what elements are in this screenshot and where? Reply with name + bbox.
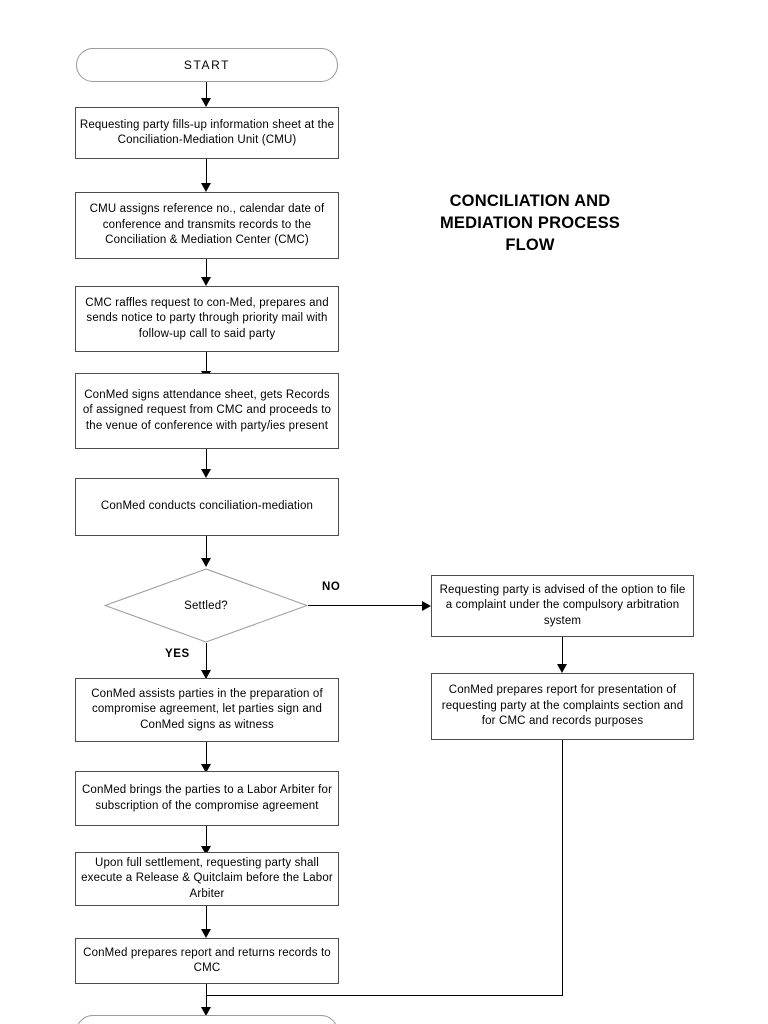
- arrowhead-decision-no: [422, 601, 431, 611]
- node-step-2[interactable]: CMU assigns reference no., calendar date…: [75, 192, 339, 259]
- branch-label-no: NO: [322, 581, 341, 593]
- connector-start-to-step1: [206, 82, 207, 99]
- arrowhead-decision-yes: [201, 670, 211, 679]
- node-step-4-label: ConMed signs attendance sheet, gets Reco…: [82, 388, 332, 432]
- page-title: CONCILIATION AND MEDIATION PROCESS FLOW: [380, 190, 680, 256]
- node-no-step-2-label: ConMed prepares report for presentation …: [441, 684, 684, 728]
- node-yes-step-2[interactable]: ConMed brings the parties to a Labor Arb…: [75, 771, 339, 826]
- node-no-step-1[interactable]: Requesting party is advised of the optio…: [431, 575, 694, 637]
- arrowhead-step5-to-decision: [201, 558, 211, 567]
- node-step-5[interactable]: ConMed conducts conciliation-mediation: [75, 478, 339, 536]
- arrowhead-start-to-step1: [201, 98, 211, 107]
- connector-nostep1-to-nostep2: [562, 637, 563, 666]
- arrowhead-step2-to-step3: [201, 277, 211, 286]
- arrowhead-step4-to-step5: [201, 469, 211, 478]
- connector-nostep2-merge-vertical: [562, 740, 563, 996]
- connector-yesstep1-to-yesstep2: [206, 742, 207, 766]
- node-step-5-label: ConMed conducts conciliation-mediation: [100, 500, 314, 513]
- node-step-1-label: Requesting party fills-up information sh…: [79, 118, 335, 147]
- arrowhead-to-end: [201, 1007, 211, 1016]
- connector-decision-no: [308, 605, 423, 606]
- branch-label-yes: YES: [165, 648, 190, 660]
- node-yes-step-4[interactable]: ConMed prepares report and returns recor…: [75, 938, 339, 984]
- arrowhead-step1-to-step2: [201, 183, 211, 192]
- connector-nostep2-merge-horizontal: [206, 995, 563, 996]
- connector-step3-to-step4: [206, 352, 207, 373]
- connector-decision-yes: [206, 643, 207, 673]
- node-step-3[interactable]: CMC raffles request to con-Med, prepares…: [75, 286, 339, 352]
- node-start[interactable]: START: [76, 48, 338, 82]
- connector-step1-to-step2: [206, 159, 207, 184]
- arrowhead-nostep1-to-nostep2: [557, 664, 567, 673]
- node-decision-label: Settled?: [184, 599, 228, 612]
- arrowhead-yesstep3-to-yesstep4: [201, 929, 211, 938]
- connector-step2-to-step3: [206, 259, 207, 279]
- connector-step4-to-step5: [206, 449, 207, 471]
- page-title-line-1: CONCILIATION AND: [449, 192, 611, 210]
- arrowhead-yesstep1-to-yesstep2: [201, 764, 211, 773]
- node-step-3-label: CMC raffles request to con-Med, prepares…: [85, 296, 329, 340]
- connector-yesstep3-to-yesstep4: [206, 906, 207, 932]
- node-yes-step-1[interactable]: ConMed assists parties in the preparatio…: [75, 678, 339, 742]
- node-yes-step-2-label: ConMed brings the parties to a Labor Arb…: [81, 784, 333, 812]
- page-title-line-2: MEDIATION PROCESS: [439, 214, 621, 232]
- node-step-1[interactable]: Requesting party fills-up information sh…: [75, 107, 339, 159]
- node-step-2-label: CMU assigns reference no., calendar date…: [89, 203, 325, 247]
- node-no-step-2[interactable]: ConMed prepares report for presentation …: [431, 673, 694, 740]
- node-yes-step-3[interactable]: Upon full settlement, requesting party s…: [75, 852, 339, 906]
- node-step-4[interactable]: ConMed signs attendance sheet, gets Reco…: [75, 373, 339, 449]
- diamond-shape: [104, 568, 308, 643]
- node-start-label: START: [183, 58, 231, 72]
- connector-step5-to-decision: [206, 536, 207, 560]
- node-no-step-1-label: Requesting party is advised of the optio…: [439, 583, 686, 627]
- arrowhead-yesstep2-to-yesstep3: [201, 846, 211, 855]
- node-end[interactable]: [76, 1015, 338, 1024]
- page-title-line-3: FLOW: [505, 236, 555, 254]
- node-decision-settled[interactable]: Settled?: [104, 568, 308, 643]
- connector-yesstep2-to-yesstep3: [206, 826, 207, 850]
- node-yes-step-4-label: ConMed prepares report and returns recor…: [83, 946, 331, 975]
- node-yes-step-3-label: Upon full settlement, requesting party s…: [81, 856, 333, 900]
- node-yes-step-1-label: ConMed assists parties in the preparatio…: [91, 687, 323, 731]
- connector-yesstep4-to-end: [206, 984, 207, 1010]
